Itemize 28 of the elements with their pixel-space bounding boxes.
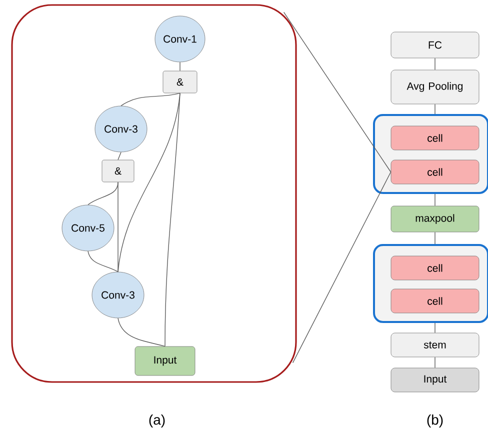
concat-box: & bbox=[102, 160, 134, 182]
connector-line bbox=[434, 232, 436, 244]
connector-line bbox=[120, 92, 180, 106]
panel-label: (a) bbox=[149, 414, 165, 428]
layer-box: Avg Pooling bbox=[390, 70, 480, 104]
layer-box: FC bbox=[390, 32, 480, 58]
input-box: maxpool bbox=[390, 206, 480, 232]
connector-line bbox=[434, 194, 436, 206]
connector-line bbox=[164, 92, 180, 347]
panel-label: (b) bbox=[427, 414, 443, 428]
connector-line bbox=[434, 322, 436, 334]
input-box: Input bbox=[390, 368, 480, 392]
connector-line bbox=[434, 356, 436, 368]
cell-frame bbox=[11, 4, 297, 383]
connector-line bbox=[434, 58, 436, 70]
input-box: Input bbox=[134, 346, 196, 376]
connector-line bbox=[434, 104, 436, 114]
cell-box: cell bbox=[390, 126, 480, 150]
layer-box: stem bbox=[390, 332, 480, 358]
connector-line bbox=[88, 250, 118, 272]
connector-line bbox=[118, 318, 166, 347]
cell-box: cell bbox=[390, 288, 480, 314]
cell-box: cell bbox=[390, 256, 480, 280]
zoom-line bbox=[292, 172, 392, 364]
concat-box: & bbox=[162, 70, 198, 94]
connector-line bbox=[118, 152, 122, 160]
zoom-line bbox=[283, 12, 392, 172]
cell-box: cell bbox=[390, 160, 480, 184]
